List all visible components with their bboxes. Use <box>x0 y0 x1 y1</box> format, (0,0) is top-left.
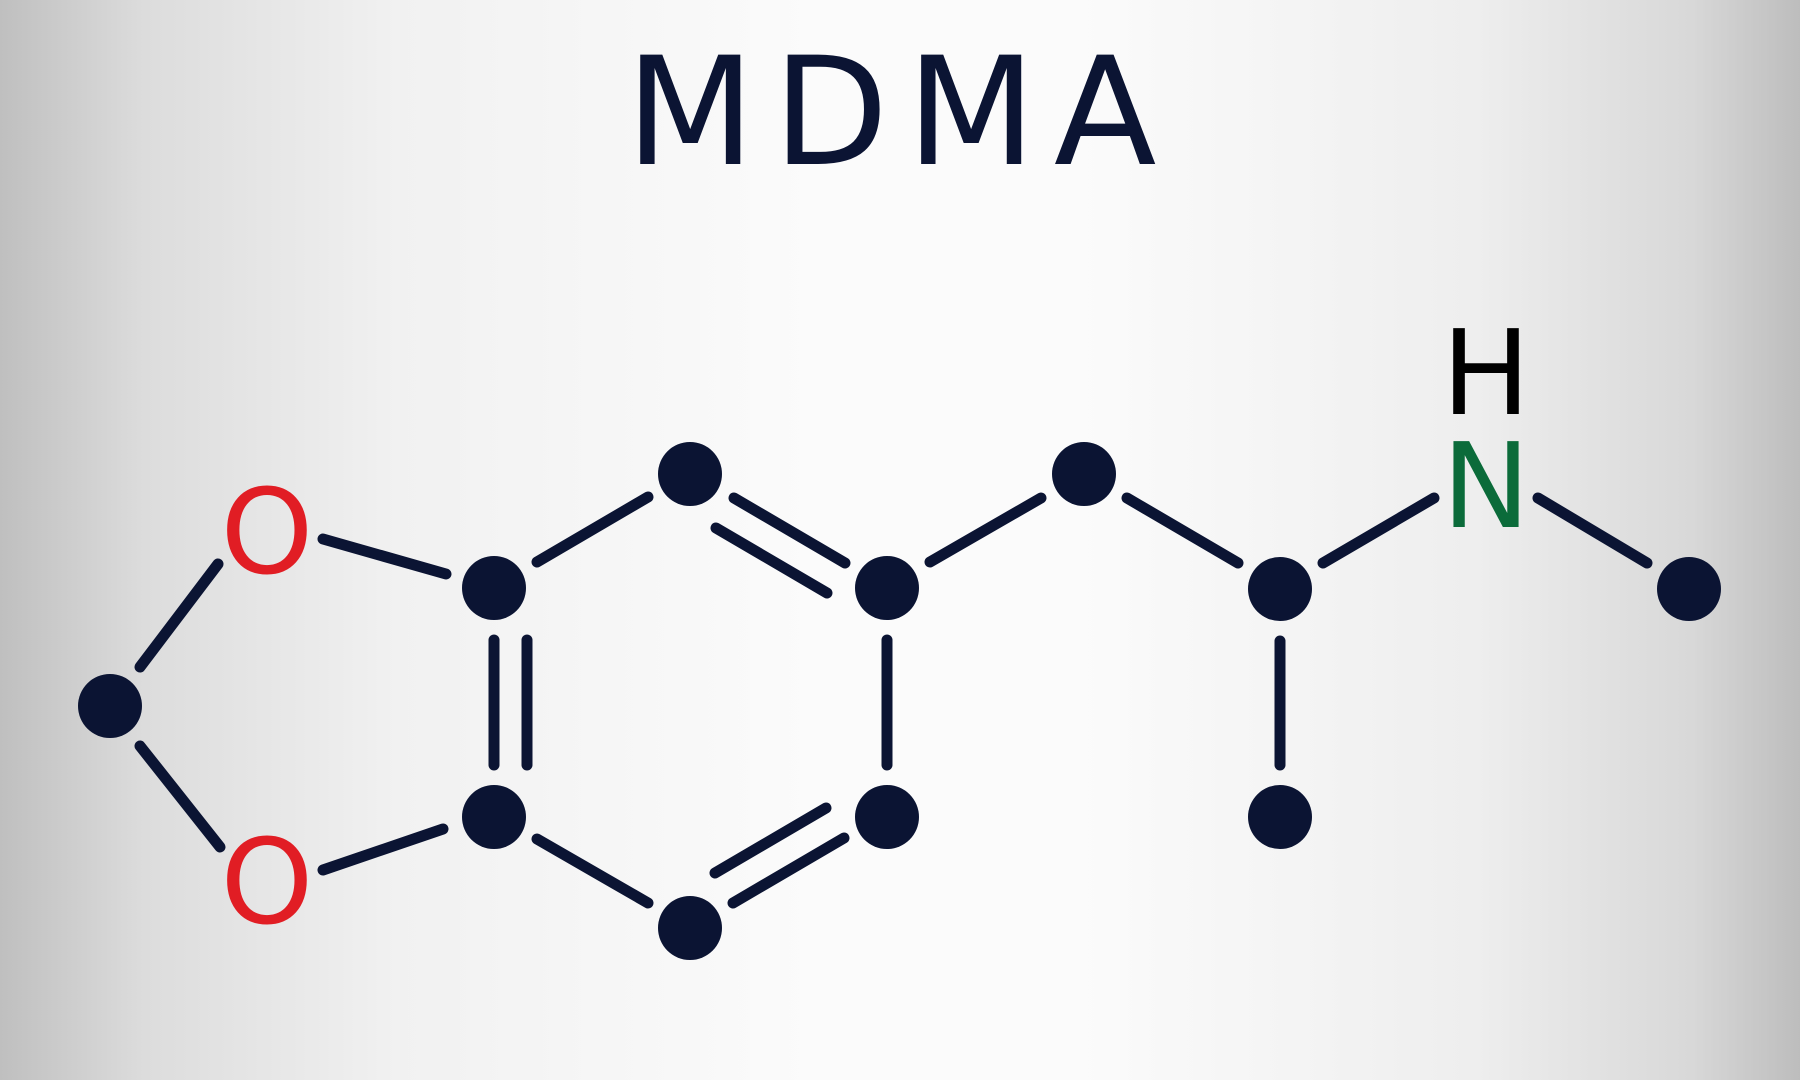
atom-c6 <box>462 785 526 849</box>
atom-o2-label: O <box>221 813 314 951</box>
atom-o1-label: O <box>221 463 314 601</box>
bond-o2-c6 <box>317 823 449 876</box>
bond-c4-c5-b <box>709 802 832 879</box>
atom-c4 <box>855 785 919 849</box>
bond-c5-c6 <box>531 833 654 909</box>
atom-c7 <box>78 674 142 738</box>
bond-o1-c1 <box>317 533 452 580</box>
atom-c2 <box>658 442 722 506</box>
atom-ca <box>1052 442 1116 506</box>
bond-c4-c5-a <box>727 832 850 909</box>
atom-cb <box>1248 557 1312 621</box>
bond-c3-ca <box>924 492 1047 568</box>
atom-c5 <box>658 896 722 960</box>
bond-c7-o1 <box>134 558 224 673</box>
bond-c2-c3-a <box>728 492 851 569</box>
atom-n-label: N <box>1442 417 1530 555</box>
bond-n-cm2 <box>1532 492 1653 569</box>
atom-c1 <box>462 556 526 620</box>
bond-c2-c3-b <box>710 522 833 599</box>
bond-ca-cb <box>1121 492 1244 569</box>
molecule-title: MDMA <box>625 26 1175 200</box>
atom-cm1 <box>1248 785 1312 849</box>
atom-h-label: H <box>1442 304 1531 442</box>
atom-cm2 <box>1657 557 1721 621</box>
bond-c7-o2 <box>134 740 226 853</box>
bond-cb-n <box>1317 492 1440 569</box>
atom-c3 <box>855 556 919 620</box>
bond-c1-c2 <box>531 491 654 568</box>
